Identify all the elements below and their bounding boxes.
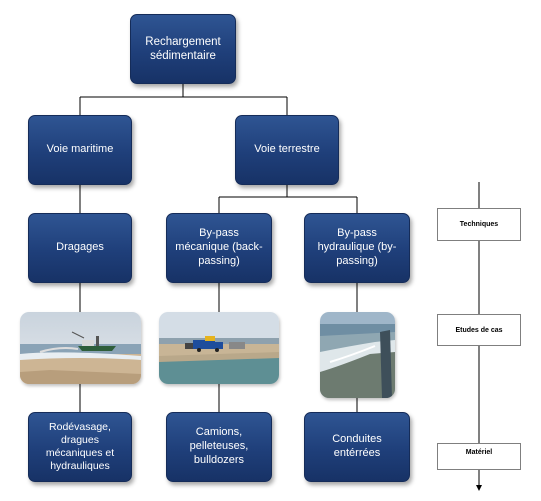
legend-materiel: Matériel (437, 443, 521, 470)
voie-terrestre-label: Voie terrestre (254, 143, 320, 156)
bypass-mecanique-label: By-pass mécanique (back-passing) (175, 227, 263, 267)
dragages-label: Dragages (56, 241, 104, 254)
construction-trucks-photo (159, 312, 279, 384)
rodevasage-node: Rodévasage, dragues mécaniques et hydrau… (28, 412, 132, 482)
voie-terrestre-node: Voie terrestre (235, 115, 339, 185)
voie-maritime-node: Voie maritime (28, 115, 132, 185)
conduites-label: Conduites entérrées (332, 433, 382, 459)
legend-etudes-de-cas: Etudes de cas (437, 314, 521, 346)
dragages-node: Dragages (28, 213, 132, 283)
bypass-hydraulique-node: By-pass hydraulique (by-passing) (304, 213, 410, 283)
legend-techniques: Techniques (437, 208, 521, 241)
voie-maritime-label: Voie maritime (46, 143, 114, 156)
camions-node: Camions, pelleteuses, bulldozers (166, 412, 272, 482)
dredger-ship-photo (20, 312, 141, 384)
bypass-mecanique-node: By-pass mécanique (back-passing) (166, 213, 272, 283)
root-label: Rechargement sédimentaire (145, 35, 221, 62)
legend-techniques-label: Techniques (459, 221, 499, 228)
legend-etudes-label: Etudes de cas (455, 326, 503, 334)
legend-materiel-label: Matériel (465, 449, 493, 456)
root-node: Rechargement sédimentaire (130, 14, 236, 84)
buried-pipe-photo (320, 312, 395, 398)
camions-label: Camions, pelleteuses, bulldozers (189, 426, 249, 466)
rodevasage-label: Rodévasage, dragues mécaniques et hydrau… (45, 420, 115, 473)
bypass-hydraulique-label: By-pass hydraulique (by-passing) (317, 227, 397, 267)
conduites-node: Conduites entérrées (304, 412, 410, 482)
